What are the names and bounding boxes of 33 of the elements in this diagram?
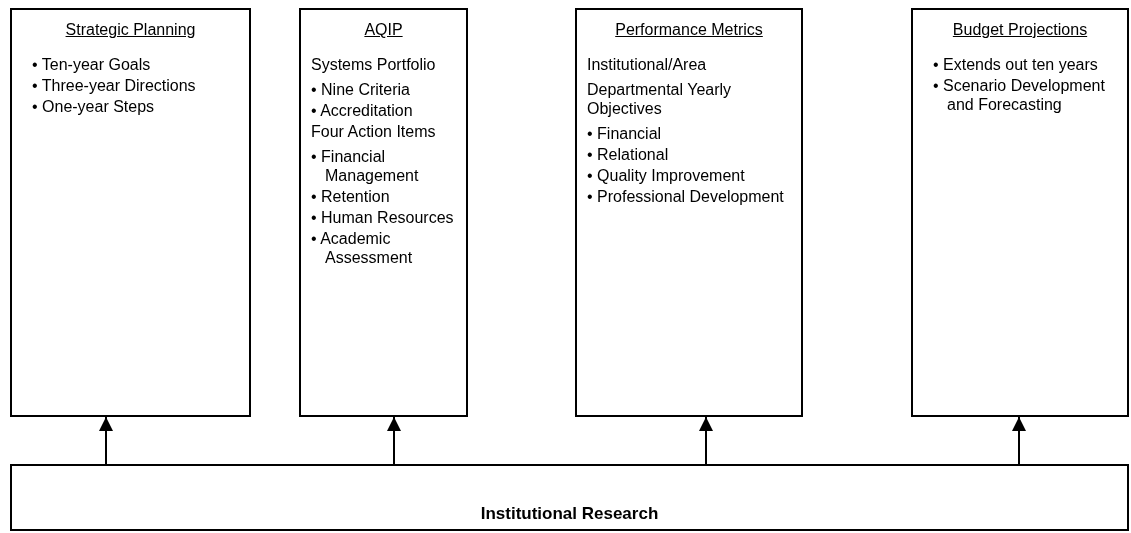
topic-box bbox=[10, 8, 251, 417]
list-item: • Academic Assessment bbox=[311, 229, 414, 267]
arrow bbox=[99, 416, 113, 465]
arrow bbox=[699, 416, 713, 465]
list-item: • Professional Development bbox=[587, 187, 785, 206]
list-item: • Ten-year Goals bbox=[32, 55, 152, 74]
list-item: • Human Resources bbox=[311, 208, 455, 227]
list-item: • Nine Criteria bbox=[311, 80, 411, 99]
list-item: Four Action Items bbox=[311, 122, 437, 141]
box-heading: AQIP bbox=[363, 20, 404, 39]
topic-box bbox=[911, 8, 1129, 417]
box-title: Institutional Research bbox=[479, 504, 660, 523]
list-item: • Relational bbox=[587, 145, 670, 164]
list-item: • Financial Management bbox=[311, 147, 420, 185]
list-item: • Quality Improvement bbox=[587, 166, 746, 185]
list-item: Departmental Yearly Objectives bbox=[587, 80, 733, 118]
arrow bbox=[387, 416, 401, 465]
box-heading: Performance Metrics bbox=[614, 20, 764, 39]
list-item: • Three-year Directions bbox=[32, 76, 197, 95]
arrow bbox=[1012, 416, 1026, 465]
list-item: • Retention bbox=[311, 187, 391, 206]
list-item: • One-year Steps bbox=[32, 97, 156, 116]
list-item: • Scenario Development and Forecasting bbox=[933, 76, 1106, 114]
box-heading: Budget Projections bbox=[951, 20, 1089, 39]
list-item: Institutional/Area bbox=[587, 55, 708, 74]
topic-box bbox=[299, 8, 468, 417]
topic-box bbox=[575, 8, 803, 417]
list-item: • Extends out ten years bbox=[933, 55, 1099, 74]
list-item: • Accreditation bbox=[311, 101, 414, 120]
list-item: • Financial bbox=[587, 124, 663, 143]
source-box bbox=[10, 464, 1129, 531]
box-heading: Strategic Planning bbox=[64, 20, 197, 39]
list-item: Systems Portfolio bbox=[311, 55, 437, 74]
